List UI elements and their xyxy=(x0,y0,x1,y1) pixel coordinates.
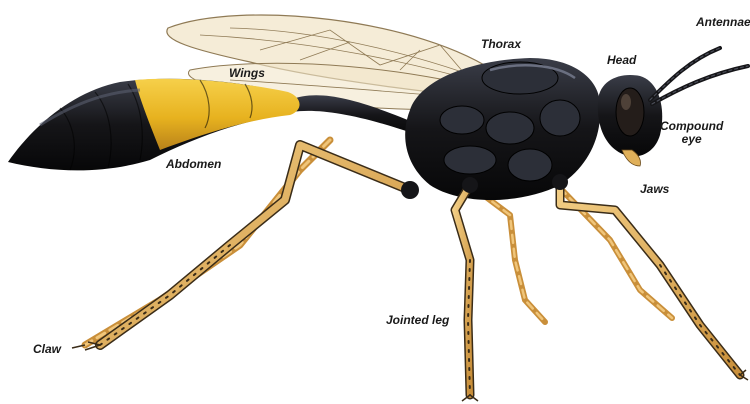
label-head: Head xyxy=(607,54,636,67)
compound-eye xyxy=(616,88,644,136)
label-abdomen: Abdomen xyxy=(166,158,221,171)
label-compound-eye: Compound eye xyxy=(660,120,723,146)
label-wings: Wings xyxy=(229,67,265,80)
antennae xyxy=(650,48,748,104)
label-antennae: Antennae xyxy=(696,16,750,29)
claws xyxy=(72,342,748,401)
label-claw: Claw xyxy=(33,343,61,356)
label-jaws: Jaws xyxy=(640,183,669,196)
head xyxy=(598,75,662,166)
abdomen xyxy=(8,79,300,171)
label-jointed-leg: Jointed leg xyxy=(386,314,449,327)
label-thorax: Thorax xyxy=(481,38,521,51)
